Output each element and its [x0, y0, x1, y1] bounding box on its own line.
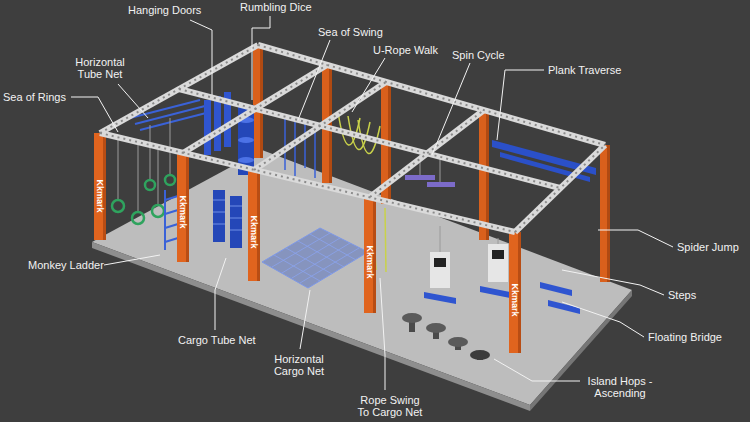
part-label: Island Hops - Ascending: [582, 375, 658, 399]
brand-watermark: Kkmark: [95, 179, 105, 212]
monkey-ladder: [165, 186, 178, 250]
steps: [424, 282, 580, 314]
brand-watermark: Kkmark: [249, 215, 259, 248]
spider-jump: [430, 226, 508, 288]
horizontal-cargo-net: [262, 228, 368, 288]
part-label: Horizontal Tube Net: [70, 56, 130, 80]
island-hops: [402, 313, 490, 360]
part-label: Steps: [668, 289, 696, 301]
part-label: Hanging Doors: [128, 4, 201, 16]
part-label: Horizontal Cargo Net: [268, 353, 330, 377]
part-label: Rope Swing To Cargo Net: [355, 394, 425, 418]
part-label: Cargo Tube Net: [178, 334, 256, 346]
part-label: Plank Traverse: [548, 64, 621, 76]
ring-ropes: [118, 118, 170, 212]
part-label: Spin Cycle: [452, 49, 505, 61]
truss-frame: [100, 45, 605, 232]
part-label: Floating Bridge: [648, 331, 722, 343]
brand-watermark: Kkmark: [365, 245, 375, 278]
part-label: Sea of Rings: [3, 91, 66, 103]
brand-watermark: Kkmark: [178, 195, 188, 228]
front-posts: [94, 133, 521, 353]
part-label: Spider Jump: [677, 241, 739, 253]
part-label: U-Rope Walk: [373, 44, 438, 56]
part-label: Sea of Swing: [318, 26, 383, 38]
cargo-tube-net: [213, 190, 242, 248]
brand-watermark: Kkmark: [510, 283, 520, 316]
leader-lines: [71, 16, 673, 390]
part-label: Rumbling Dice: [240, 1, 312, 13]
part-label: Monkey Ladder: [28, 259, 104, 271]
